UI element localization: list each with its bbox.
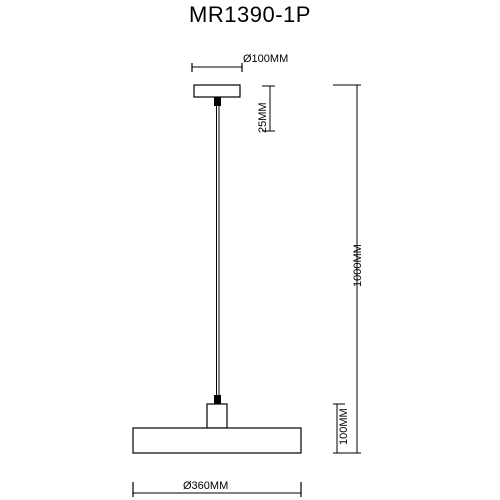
- overall-height-dimension: [333, 84, 361, 454]
- shade-width-dimension: [132, 482, 302, 497]
- overall-height-label: 1000MM: [352, 244, 364, 287]
- suspension-cable: [214, 106, 221, 405]
- shade-height-dimension: [333, 403, 345, 453]
- lamp-connector: [206, 403, 228, 429]
- canopy: [193, 84, 241, 106]
- canopy-height-dimension: [262, 85, 275, 132]
- shade-diameter-label: Ø360MM: [183, 480, 229, 492]
- shade-height-label: 100MM: [338, 408, 350, 445]
- canopy-height-label: 25MM: [257, 102, 269, 133]
- canopy-diameter-label: Ø100MM: [243, 53, 289, 65]
- model-title: MR1390-1P: [189, 2, 311, 27]
- canopy-width-dimension: [191, 63, 243, 72]
- lamp-shade: [132, 427, 302, 454]
